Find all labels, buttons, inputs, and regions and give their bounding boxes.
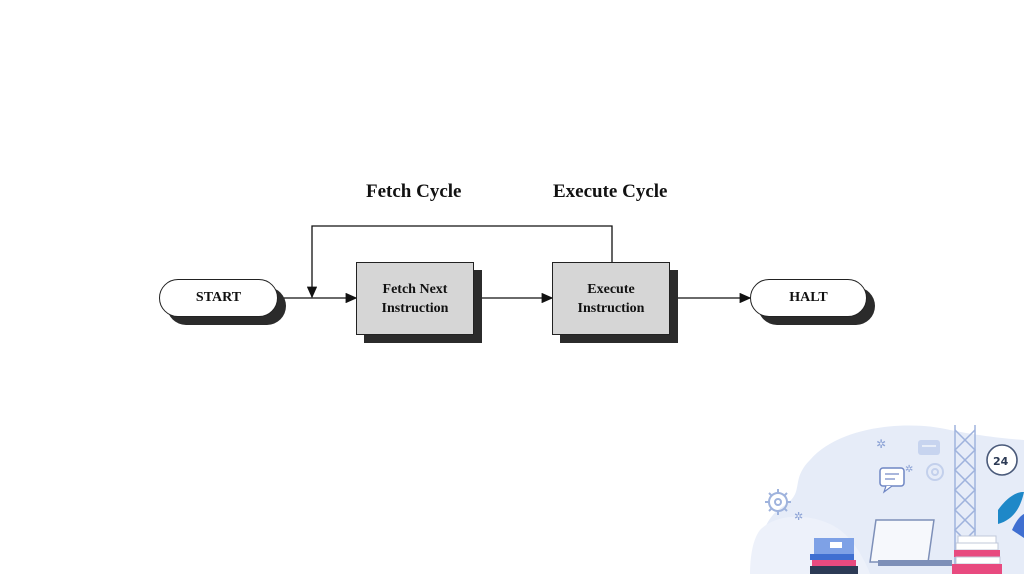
halt-terminal: HALT (750, 279, 867, 317)
support-24-icon: 24 (986, 444, 1018, 476)
support-24-badge: 24 (993, 455, 1009, 468)
chat-icon (879, 467, 905, 494)
book-stack-icon (952, 535, 1002, 574)
fetch-next-instruction-box: Fetch Next Instruction (356, 262, 474, 335)
halt-label: HALT (789, 290, 828, 305)
fetch-cycle-heading: Fetch Cycle (366, 181, 462, 202)
execute-instruction-box: Execute Instruction (552, 262, 670, 335)
star-icon: ✲ (794, 510, 803, 523)
execute-label-line1: Execute (587, 281, 635, 297)
leaf-decoration (1012, 514, 1024, 538)
execute-cycle-heading: Execute Cycle (553, 181, 668, 202)
fetch-label-line2: Instruction (381, 300, 449, 316)
star-icon: ✲ (905, 464, 913, 475)
chat-icon (918, 440, 940, 455)
gear-icon (926, 463, 944, 481)
loop-back-arrow (306, 225, 613, 299)
book-stack-icon (810, 538, 858, 574)
star-icon: ✲ (876, 437, 886, 451)
gear-icon (765, 489, 791, 515)
start-label: START (195, 290, 242, 305)
execute-label-line2: Instruction (577, 300, 645, 316)
leaf-decoration (998, 491, 1024, 524)
fetch-label-line1: Fetch Next (382, 281, 448, 297)
support-illustration: ✲ ✲ ✲ 24 (750, 425, 1024, 574)
laptop-icon (869, 519, 952, 566)
start-terminal: START (159, 279, 278, 317)
